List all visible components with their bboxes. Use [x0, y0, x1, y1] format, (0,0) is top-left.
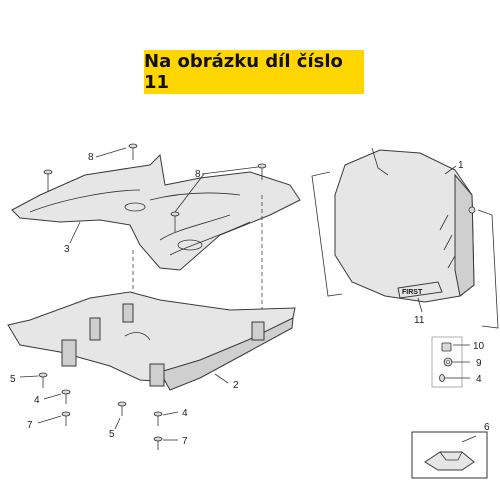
screw-part-4-right-side	[439, 374, 456, 382]
part-number-banner: Na obrázku díl číslo 11	[144, 50, 364, 94]
callout-8-left: 8	[88, 152, 94, 163]
callout-7-right: 7	[182, 436, 188, 447]
bracket-right	[477, 209, 499, 329]
callout-1: 1	[458, 160, 464, 171]
callout-leaders	[19, 147, 477, 443]
screw-part-8-right	[257, 163, 267, 180]
callout-4-left: 4	[34, 395, 40, 406]
decal-part-11: FIRST	[397, 281, 443, 299]
callout-11: 11	[414, 315, 425, 326]
screw-part-8-left	[43, 169, 53, 192]
callout-3: 3	[64, 244, 70, 255]
nut-part-10	[441, 342, 452, 352]
mount-boss	[89, 317, 101, 341]
washer-part-9	[443, 357, 453, 367]
callout-10: 10	[473, 341, 485, 352]
decal-text: FIRST	[402, 289, 423, 296]
lower-cover-part-2	[7, 291, 296, 391]
clip-part-6-box	[411, 431, 488, 479]
callout-7-left: 7	[27, 420, 33, 431]
callout-6: 6	[484, 422, 490, 433]
callout-4-right: 4	[476, 374, 482, 385]
mount-boss	[61, 339, 77, 367]
floor-panel-part-3	[11, 153, 301, 271]
mount-boss	[149, 363, 165, 387]
screw-part-7-right	[153, 436, 163, 450]
callout-8-right: 8	[195, 169, 201, 180]
screw-part-8-lower	[170, 211, 180, 232]
mount-boss	[122, 303, 134, 323]
front-cover-part-1	[334, 147, 476, 303]
bracket-left	[311, 171, 343, 297]
callout-9: 9	[476, 358, 482, 369]
callout-5-mid: 5	[109, 429, 115, 440]
callout-5-left: 5	[10, 374, 16, 385]
screw-part-4-left	[61, 389, 71, 404]
banner-text: Na obrázku díl číslo 11	[144, 51, 343, 93]
mount-boss	[251, 321, 265, 341]
screw-part-7-left	[61, 411, 71, 426]
screw-part-8-mid	[128, 143, 138, 160]
callout-4-mid: 4	[182, 408, 188, 419]
screw-part-5-left	[38, 372, 48, 388]
callout-2: 2	[233, 380, 239, 391]
screw-part-5-mid	[117, 401, 127, 416]
callout-labels: 1 2 3 8 8 5 4 7 5 4 7 10 9 4 11 6	[10, 152, 490, 447]
screw-part-4-right	[153, 411, 163, 426]
